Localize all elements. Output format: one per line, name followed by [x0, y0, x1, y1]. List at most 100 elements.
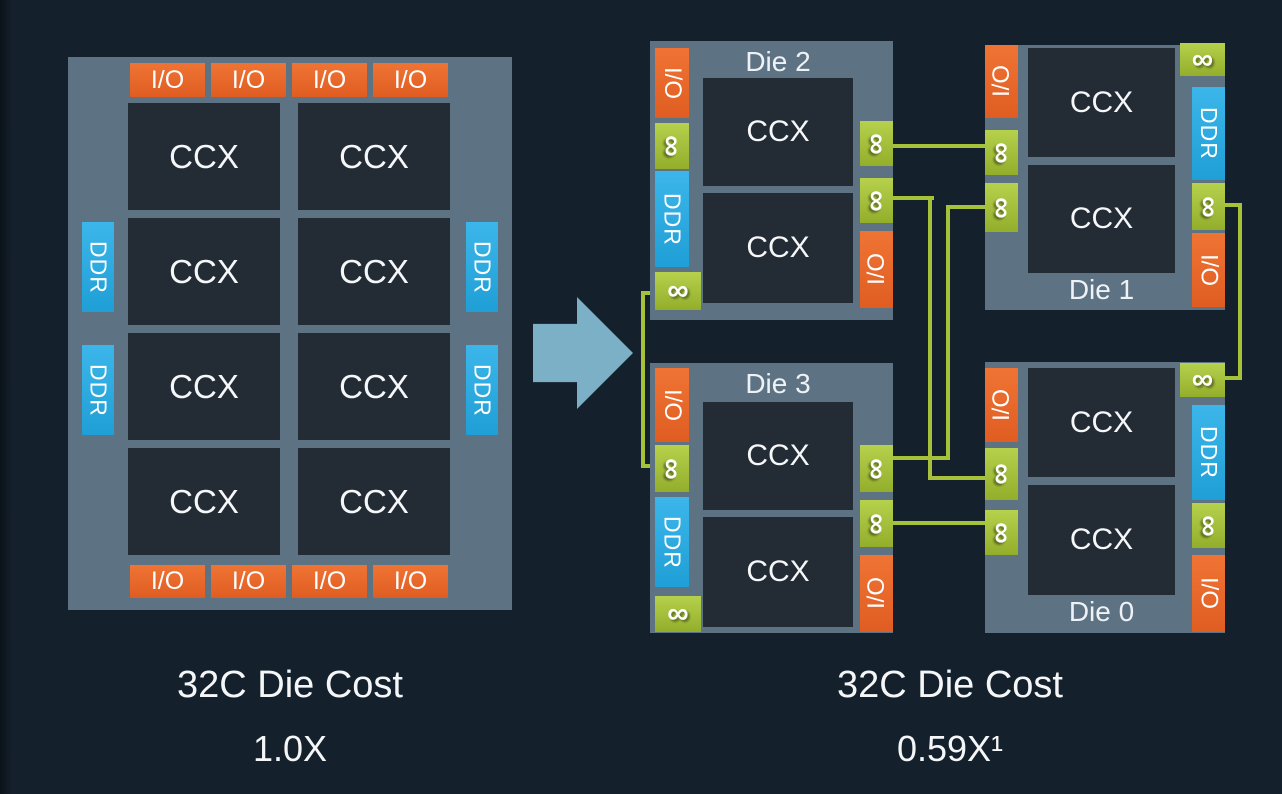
die0-io-right: I/O	[1192, 555, 1225, 632]
ccx-label: CCX	[746, 555, 810, 588]
link-die1-die0-c	[1225, 376, 1242, 380]
die2-infinity-left: ∞	[655, 123, 689, 169]
ccx-label: CCX	[169, 252, 239, 290]
arrow-icon	[533, 297, 633, 409]
infinity-fabric-icon: ∞	[655, 135, 689, 157]
ddr-label: DDR	[659, 515, 686, 569]
ccx-label: CCX	[339, 482, 409, 520]
die3-io-right: I/O	[860, 555, 893, 632]
io-label: I/O	[231, 65, 266, 94]
mono-io-top-2: I/O	[211, 63, 286, 97]
ddr-label: DDR	[659, 192, 686, 246]
io-label: I/O	[312, 567, 347, 595]
infinity-fabric-icon: ∞	[1192, 514, 1225, 537]
mono-io-bottom-4: I/O	[373, 565, 448, 598]
die3-ddr-left: DDR	[655, 497, 689, 587]
caption-left-value: 1.0X	[252, 728, 328, 769]
mono-ddr-right-2: DDR	[466, 345, 498, 435]
mono-ccx-4: CCX	[298, 218, 450, 325]
ccx-label: CCX	[339, 367, 409, 405]
ccx-label: CCX	[1069, 202, 1134, 235]
mono-ccx-8: CCX	[298, 448, 450, 555]
mono-io-top-4: I/O	[373, 63, 448, 97]
io-label: I/O	[862, 577, 890, 610]
die1-title: Die 1	[1068, 274, 1135, 305]
die2-ddr-left: DDR	[655, 171, 689, 267]
link-die2-die0-a	[893, 196, 934, 200]
infinity-fabric-icon: ∞	[667, 597, 689, 630]
die1-io-left: I/O	[985, 45, 1018, 118]
link-die3-die0	[893, 521, 985, 525]
die2-infinity-right-1: ∞	[860, 121, 893, 166]
mono-ccx-6: CCX	[298, 333, 450, 440]
link-die1-die0-a	[1225, 203, 1242, 207]
ccx-label: CCX	[169, 137, 239, 175]
io-label: I/O	[150, 65, 185, 94]
infinity-fabric-icon: ∞	[860, 132, 893, 155]
die3-ccx-1: CCX	[703, 402, 853, 510]
die1-infinity-right-2: ∞	[1192, 183, 1225, 230]
ddr-label: DDR	[1196, 107, 1222, 160]
mono-io-top-3: I/O	[292, 63, 367, 97]
ccx-label: CCX	[1069, 405, 1134, 439]
io-label: I/O	[393, 65, 428, 94]
die0-ccx-1: CCX	[1028, 368, 1175, 477]
link-die2-die3-a	[641, 291, 655, 295]
die2-ccx-1: CCX	[703, 78, 853, 186]
die3-title: Die 3	[745, 368, 811, 399]
link-die2-die3-b	[641, 291, 645, 468]
link-die2-die3-c	[641, 464, 655, 468]
io-label: I/O	[659, 388, 686, 421]
infinity-fabric-icon: ∞	[860, 512, 893, 535]
io-label: I/O	[987, 388, 1015, 421]
die0-ddr-right: DDR	[1192, 405, 1225, 500]
link-die3-die1-b	[946, 205, 950, 460]
link-die2-die0-b	[928, 196, 932, 480]
link-die1-die0-b	[1238, 203, 1242, 380]
die1-ccx-2: CCX	[1028, 165, 1175, 273]
die2-io-right: I/O	[860, 231, 893, 308]
die3-infinity-bottom-left: ∞	[655, 596, 701, 632]
die0-infinity-top-right: ∞	[1180, 363, 1225, 397]
io-label: I/O	[1195, 577, 1223, 610]
die2-title: Die 2	[745, 46, 811, 77]
die3-infinity-right-2: ∞	[860, 500, 893, 547]
infinity-fabric-icon: ∞	[860, 457, 893, 480]
die2-io-left: I/O	[655, 48, 689, 118]
ccx-label: CCX	[339, 252, 409, 290]
die0-io-left: I/O	[985, 368, 1018, 442]
die0-title: Die 0	[1068, 596, 1135, 627]
die2-infinity-bottom-left: ∞	[655, 272, 701, 310]
ccx-label: CCX	[169, 367, 239, 405]
die0-infinity-left-2: ∞	[985, 510, 1018, 555]
die2-infinity-right-2: ∞	[860, 178, 893, 223]
link-die2-die1	[893, 144, 985, 148]
mono-ccx-3: CCX	[128, 218, 280, 325]
mono-ddr-right-1: DDR	[466, 222, 498, 312]
io-label: I/O	[312, 65, 347, 94]
die3-infinity-right-1: ∞	[860, 445, 893, 492]
mono-io-top-1: I/O	[130, 63, 205, 97]
die1-ccx-1: CCX	[1028, 48, 1175, 157]
ddr-label: DDR	[469, 240, 496, 294]
io-label: I/O	[862, 253, 890, 286]
io-label: I/O	[150, 567, 185, 595]
die1-infinity-left-2: ∞	[985, 183, 1018, 232]
io-label: I/O	[659, 66, 686, 99]
ddr-label: DDR	[85, 240, 112, 294]
infinity-fabric-icon: ∞	[655, 457, 689, 480]
die1-infinity-top-right: ∞	[1180, 43, 1225, 76]
ccx-label: CCX	[746, 115, 810, 148]
ddr-label: DDR	[469, 363, 496, 417]
mono-ddr-left-2: DDR	[82, 345, 114, 435]
die3-io-left: I/O	[655, 368, 689, 442]
infinity-fabric-icon: ∞	[1191, 43, 1214, 76]
mono-ddr-left-1: DDR	[82, 222, 114, 312]
io-label: I/O	[987, 65, 1015, 98]
infinity-fabric-icon: ∞	[985, 196, 1018, 219]
die1-io-right: I/O	[1192, 233, 1225, 307]
die3-infinity-left: ∞	[655, 445, 689, 492]
die2-ccx-2: CCX	[703, 193, 853, 303]
mono-io-bottom-3: I/O	[292, 565, 367, 598]
ccx-label: CCX	[339, 137, 409, 175]
